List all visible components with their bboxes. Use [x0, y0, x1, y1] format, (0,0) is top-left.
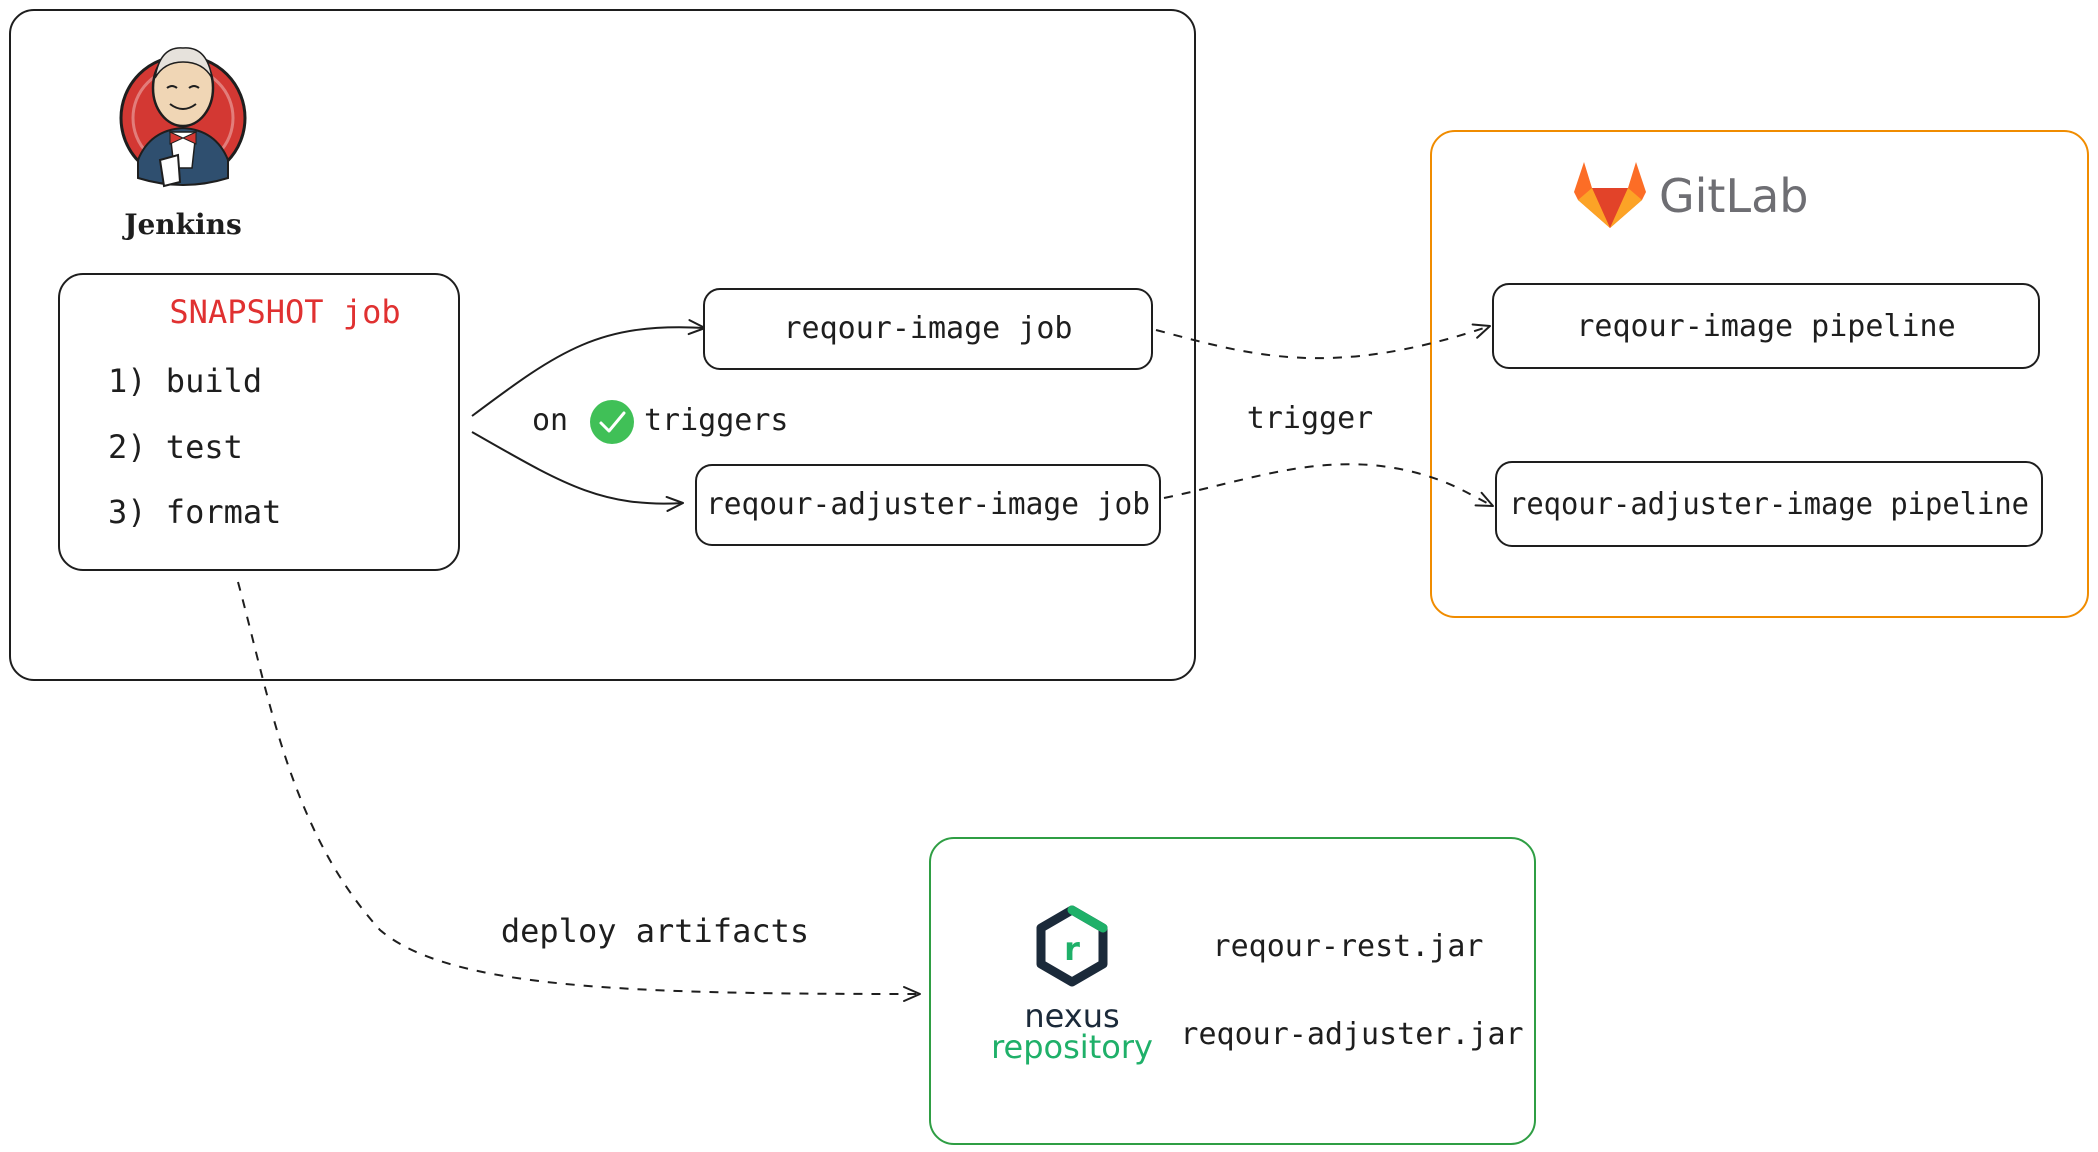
- reqour-adjuster-image-pipeline-box: [1495, 461, 2043, 547]
- trigger-label: trigger: [1247, 401, 1373, 436]
- snapshot-step-test: 2) test: [108, 428, 243, 466]
- nexus-logo-word-repository: repository: [991, 1028, 1153, 1066]
- reqour-adjuster-image-pipeline-label: reqour-adjuster-image pipeline: [1509, 487, 2029, 522]
- gitlab-container: [1430, 130, 2089, 618]
- adjuster-job-to-pipeline-arrow: [1163, 463, 1494, 507]
- snapshot-step-format: 3) format: [108, 493, 281, 531]
- trigger-suffix-label: triggers: [644, 403, 789, 438]
- deploy-artifacts-arrow: [237, 581, 921, 1002]
- image-job-to-pipeline-arrow: [1155, 323, 1491, 360]
- reqour-image-pipeline-label: reqour-image pipeline: [1576, 309, 1955, 344]
- reqour-image-job-box: [703, 288, 1153, 370]
- deploy-artifacts-label: deploy artifacts: [501, 912, 809, 950]
- nexus-hexagon-icon: [1036, 905, 1108, 987]
- artifact-reqour-rest: reqour-rest.jar: [1213, 929, 1484, 964]
- nexus-logo-letter: r: [1064, 930, 1080, 968]
- gitlab-logo-label: GitLab: [1659, 169, 1808, 223]
- gitlab-fox-icon: [1574, 162, 1646, 228]
- jenkins-container: [9, 9, 1196, 681]
- snapshot-to-adjuster-job-arrow: [471, 431, 684, 512]
- snapshot-job-box: [58, 273, 460, 571]
- snapshot-step-build: 1) build: [108, 362, 262, 400]
- snapshot-to-image-job-arrow: [471, 319, 706, 417]
- snapshot-job-title: SNAPSHOT job: [169, 293, 400, 331]
- jenkins-logo-label: Jenkins: [121, 208, 242, 241]
- reqour-image-pipeline-box: [1492, 283, 2040, 369]
- artifact-reqour-adjuster: reqour-adjuster.jar: [1180, 1017, 1523, 1052]
- nexus-container: [929, 837, 1536, 1145]
- check-circle-icon: [590, 400, 634, 444]
- jenkins-butler-icon: [119, 47, 247, 188]
- reqour-adjuster-image-job-label: reqour-adjuster-image job: [706, 487, 1150, 522]
- reqour-adjuster-image-job-box: [695, 464, 1161, 546]
- nexus-logo-word-nexus: nexus: [1024, 997, 1119, 1035]
- reqour-image-job-label: reqour-image job: [784, 311, 1073, 346]
- trigger-prefix-label: on: [532, 403, 568, 438]
